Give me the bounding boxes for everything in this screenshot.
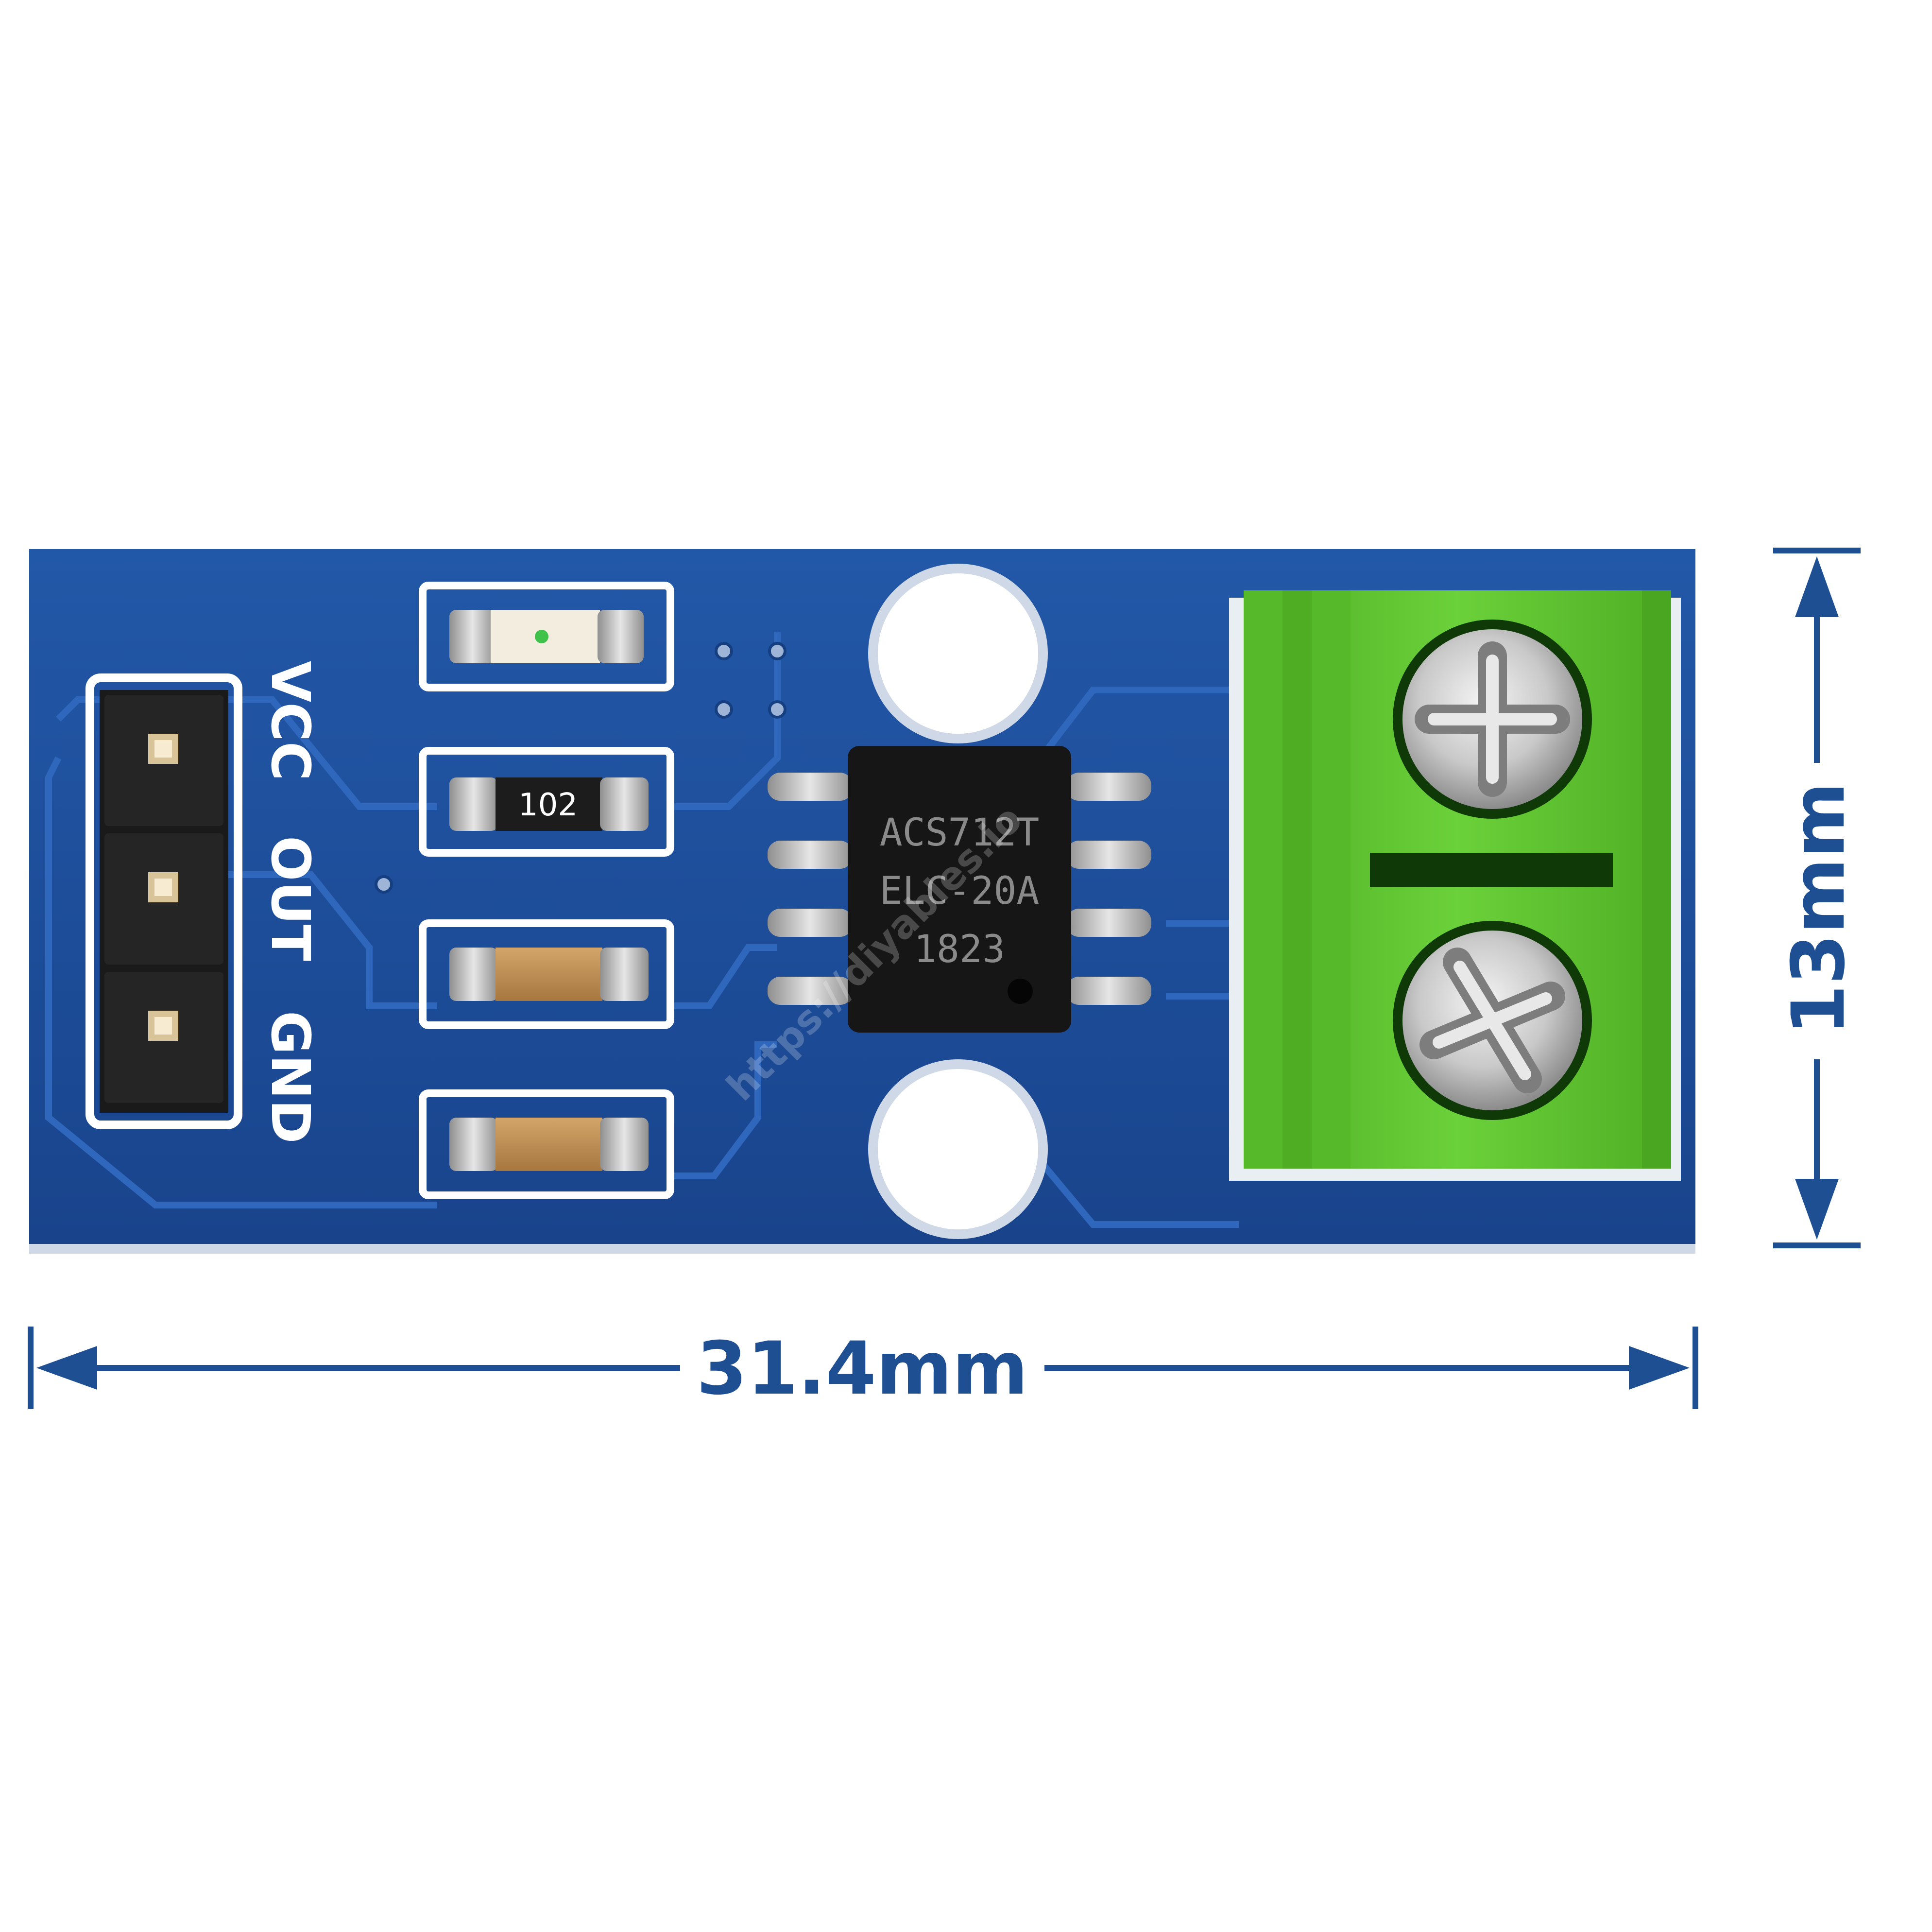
resistor-r1: 102	[449, 777, 649, 831]
pin-label-vcc: VCC	[259, 661, 322, 781]
height-dimension-label: 13mm	[1777, 782, 1861, 1035]
terminal-screw-top	[1393, 620, 1592, 819]
header-pin-vcc	[104, 695, 223, 826]
width-dimension-label: 31.4mm	[697, 1327, 1028, 1411]
pin-header	[100, 690, 228, 1113]
width-arrow-right	[1629, 1346, 1690, 1390]
vias	[375, 642, 786, 894]
pin-label-out: OUT	[259, 836, 322, 961]
component-silk-outlines	[419, 582, 674, 1199]
terminal-divider	[1370, 853, 1613, 887]
terminal-screw-bottom	[1393, 921, 1592, 1120]
chip-marking-line-1: ACS712T	[880, 811, 1040, 855]
height-dimension	[1773, 548, 1861, 1248]
width-arrow-left	[36, 1346, 97, 1390]
status-led	[449, 610, 644, 663]
mounting-holes	[868, 564, 1048, 1239]
chip-pin1-dot	[1008, 979, 1033, 1004]
header-silk-outline	[85, 673, 242, 1129]
pin-label-gnd: GND	[259, 1011, 322, 1144]
header-pin-out	[104, 833, 223, 965]
chip-right-leads	[1066, 773, 1151, 1005]
capacitor-c2	[449, 1118, 649, 1171]
chip-marking-line-2: ELC-20A	[880, 869, 1040, 913]
screw-terminal	[1229, 590, 1681, 1181]
resistor-code-label: 102	[518, 787, 578, 823]
capacitor-c1	[449, 948, 649, 1001]
pcb-board: VCC OUT GND 102	[29, 549, 1695, 1254]
height-arrow-bottom	[1795, 1179, 1839, 1240]
height-arrow-top	[1795, 556, 1839, 617]
width-dimension	[28, 1327, 1698, 1409]
acs712-chip: ACS712T ELC-20A 1823	[768, 746, 1151, 1033]
header-pin-gnd	[104, 972, 223, 1103]
chip-left-leads	[768, 773, 853, 1005]
chip-marking-line-3: 1823	[914, 928, 1005, 971]
